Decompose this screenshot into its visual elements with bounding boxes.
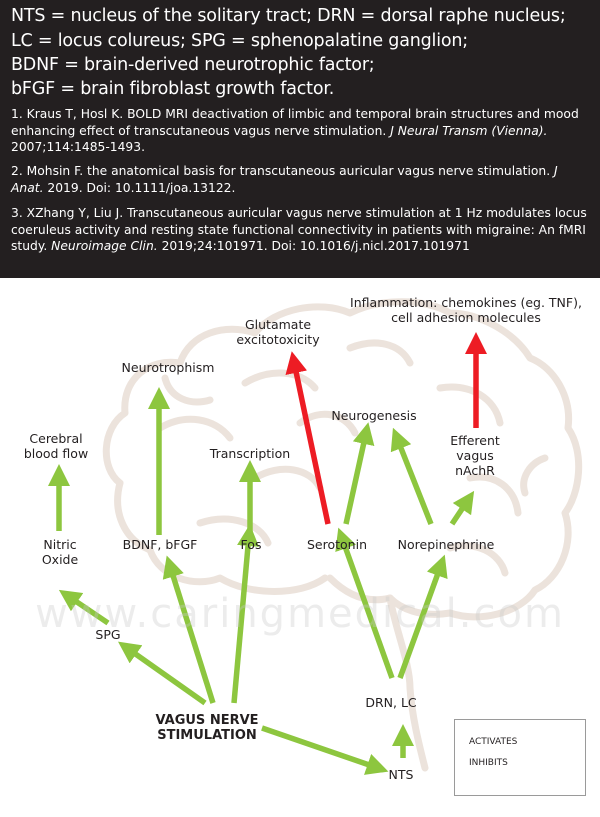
legend-activates-label: ACTIVATES [469,737,518,747]
vagus-nerve-pathway-diagram: www.caringmedical.com Inflammation: chem… [0,278,600,817]
arrow-norepinephrine-to-efferent-vagus [449,490,475,526]
arrow-drn-lc-to-norepinephrine [397,554,448,679]
node-neurogenesis: Neurogenesis [331,408,417,423]
abbreviation-line: BDNF = brain-derived neurotrophic factor… [11,55,375,75]
node-bdnf-bfgf: BDNF, bFGF [122,537,198,552]
reference-2: 2. Mohsin F. the anatomical basis for tr… [11,164,558,195]
arrow-serotonin-to-neurogenesis [343,422,375,525]
node-fos: Fos [240,537,262,552]
arrow-drn-lc-to-serotonin [335,527,395,679]
node-inflammation: Inflammation: chemokines (eg. TNF),cell … [350,295,582,325]
legend-inhibits-label: INHIBITS [469,758,508,768]
brain-outline [102,298,583,772]
arrow-vns-to-nts [261,725,389,775]
watermark: www.caringmedical.com [35,591,565,637]
arrow-vns-to-spg [118,641,207,706]
node-neurotrophism: Neurotrophism [121,360,215,375]
arrow-vns-to-fos [231,524,259,704]
node-serotonin: Serotonin [306,537,368,552]
abbreviation-line: LC = locus colureus; SPG = sphenopalatin… [11,31,468,51]
node-nts: NTS [388,767,414,782]
node-norepinephrine: Norepinephrine [397,537,495,552]
abbreviation-and-references-panel: NTS = nucleus of the solitary tract; DRN… [0,0,600,278]
arrow-spg-to-nitric-oxide [58,589,110,626]
node-drn-lc: DRN, LC [365,695,417,710]
activation-arrows [48,387,548,775]
abbreviation-line: bFGF = brain fibroblast growth factor. [11,79,335,99]
node-spg: SPG [95,627,121,642]
diagram-canvas [48,298,583,775]
node-transcription: Transcription [209,446,291,461]
abbreviation-line: NTS = nucleus of the solitary tract; DRN… [11,6,566,26]
arrow-norepinephrine-to-neurogenesis [390,427,434,526]
arrow-vns-to-bdnf [162,555,216,704]
reference-1: 1. Kraus T, Hosl K. BOLD MRI deactivatio… [11,107,579,154]
arrow-serotonin-to-glutamate [285,351,331,525]
legend-box: ACTIVATES INHIBITS [454,719,586,796]
reference-3: 3. XZhang Y, Liu J. Transcutaneous auric… [11,206,587,253]
